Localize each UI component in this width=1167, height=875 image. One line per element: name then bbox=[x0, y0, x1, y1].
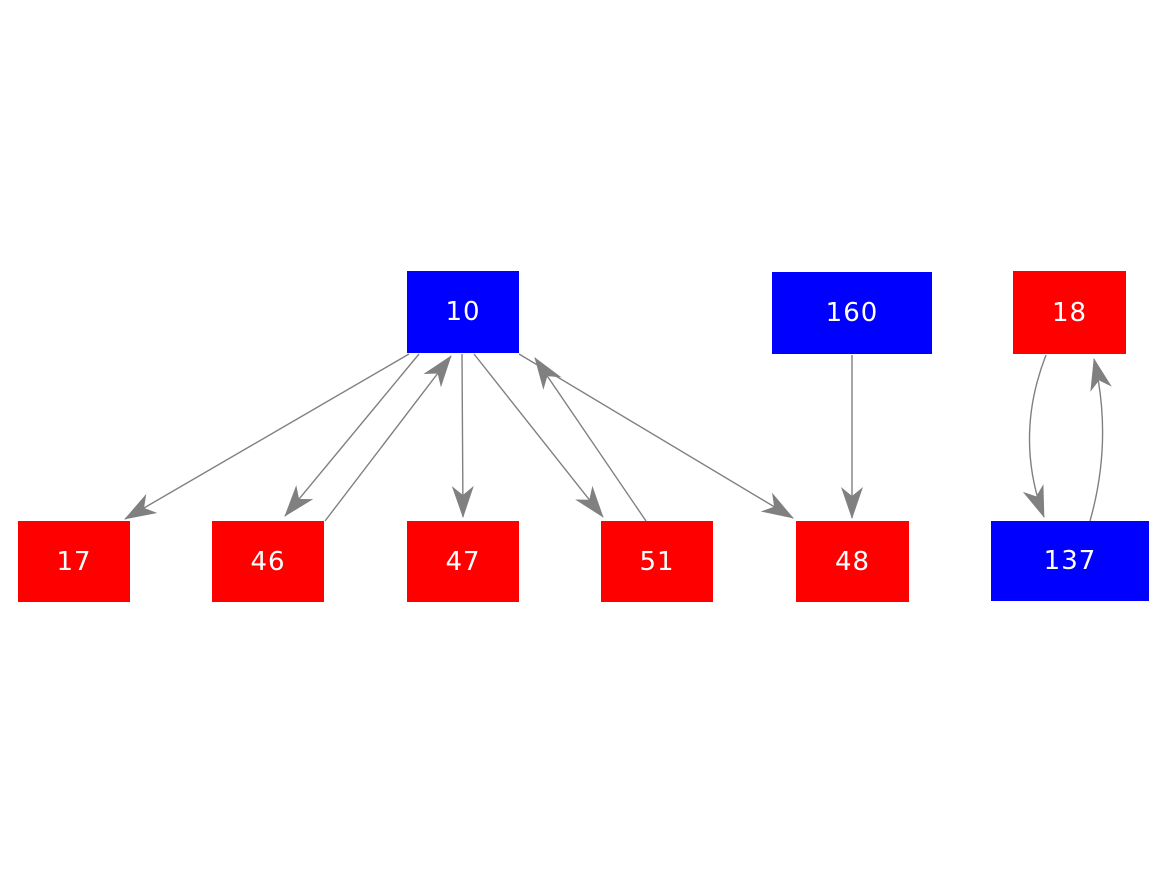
node-137-label: 137 bbox=[1043, 546, 1097, 576]
edge-46-10 bbox=[324, 355, 452, 522]
node-10-label: 10 bbox=[445, 297, 481, 327]
node-18-label: 18 bbox=[1051, 297, 1088, 328]
edge-10-17 bbox=[124, 353, 410, 520]
node-160: 160 bbox=[772, 272, 932, 354]
node-18: 18 bbox=[1013, 271, 1126, 354]
edge-137-18 bbox=[1089, 358, 1112, 522]
node-48-label: 48 bbox=[834, 546, 871, 577]
node-48: 48 bbox=[796, 521, 909, 602]
edge-10-48 bbox=[518, 353, 794, 519]
node-137: 137 bbox=[991, 521, 1149, 601]
node-46: 46 bbox=[212, 521, 324, 602]
node-17: 17 bbox=[18, 521, 130, 602]
edge-51-10 bbox=[534, 357, 647, 522]
node-46-label: 46 bbox=[250, 546, 286, 577]
node-17-label: 17 bbox=[56, 546, 92, 577]
edges-group bbox=[124, 353, 1112, 522]
node-160-label: 160 bbox=[825, 298, 879, 328]
node-51-label: 51 bbox=[639, 546, 675, 577]
node-47: 47 bbox=[407, 521, 519, 602]
edge-10-51 bbox=[473, 353, 604, 518]
node-47-label: 47 bbox=[445, 546, 481, 577]
node-51: 51 bbox=[601, 521, 713, 602]
edge-10-46 bbox=[284, 353, 420, 517]
edge-18-137 bbox=[1022, 354, 1047, 518]
edge-10-47 bbox=[451, 353, 474, 518]
node-10: 10 bbox=[407, 271, 519, 353]
